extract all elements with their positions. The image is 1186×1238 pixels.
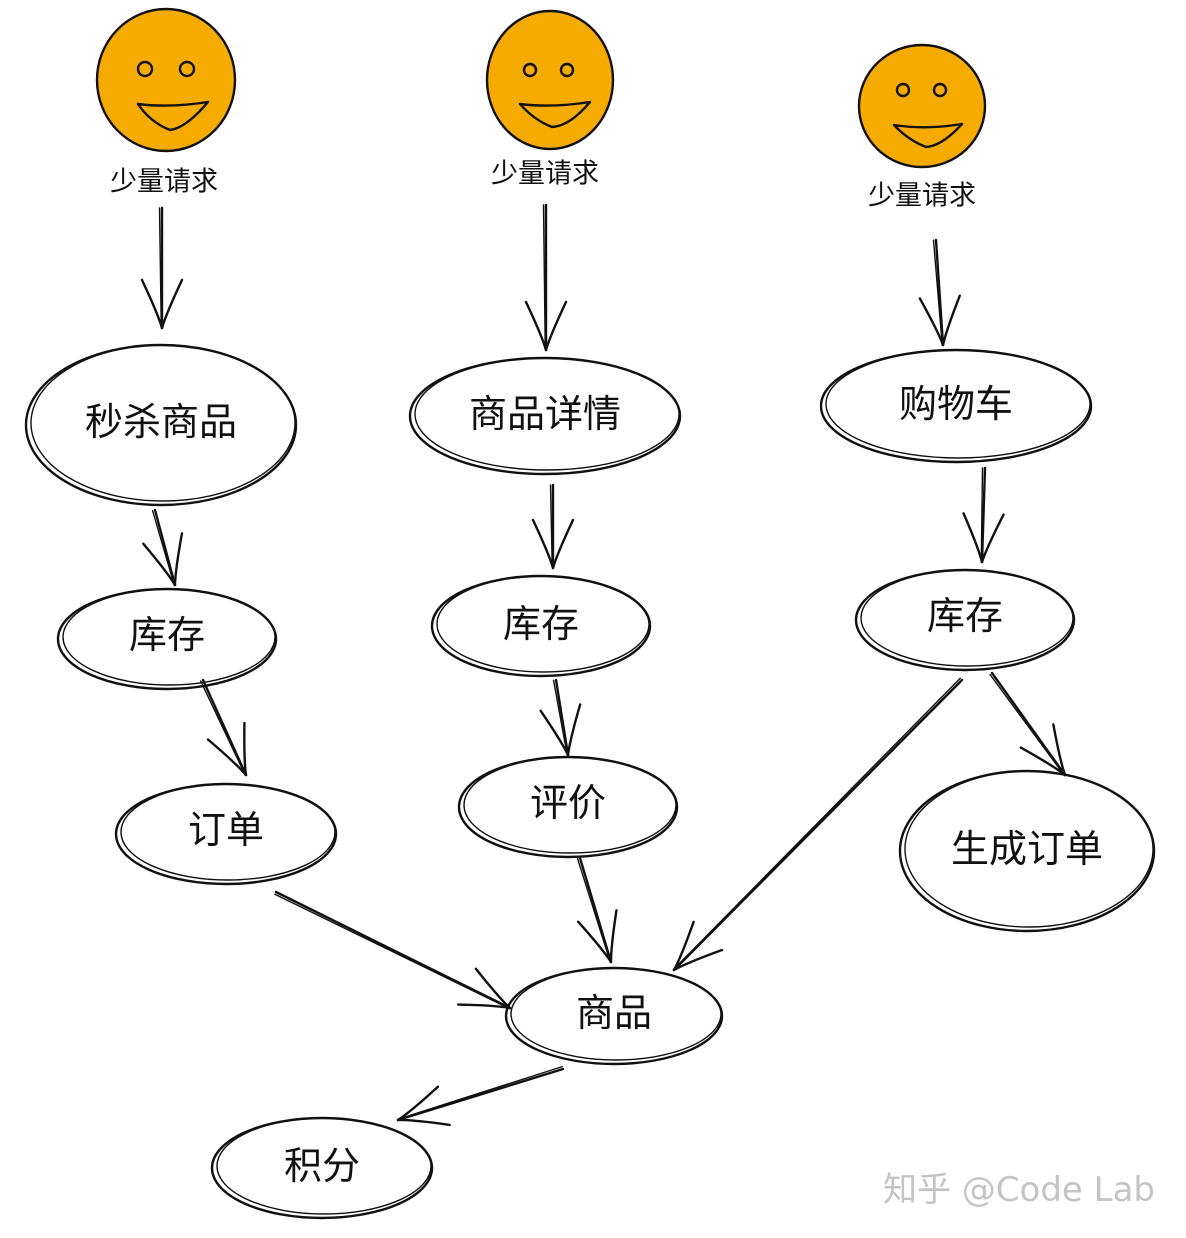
actor-label: 少量请求 xyxy=(868,181,976,212)
arrow-user1-to-seckill xyxy=(140,206,184,330)
node-label: 购物车 xyxy=(899,382,1013,426)
arrow-order-to-product xyxy=(274,890,512,1010)
node-order: 订单 xyxy=(114,782,338,886)
actor-label: 少量请求 xyxy=(110,167,218,198)
arrow-user3-to-cart xyxy=(918,238,961,347)
node-seckill: 秒杀商品 xyxy=(24,343,298,507)
node-label: 库存 xyxy=(503,602,579,646)
arrow-user2-to-detail xyxy=(524,203,568,352)
node-detail: 商品详情 xyxy=(408,356,682,476)
node-stock3: 库存 xyxy=(854,568,1076,672)
node-stock2: 库存 xyxy=(430,574,652,678)
arrow-stock1-to-order xyxy=(200,678,248,777)
node-label: 库存 xyxy=(129,613,205,657)
arrow-product-to-points xyxy=(396,1065,565,1127)
watermark: 知乎 @Code Lab xyxy=(883,1170,1155,1210)
arrow-stock2-to-review xyxy=(539,678,582,757)
arrow-detail-to-stock2 xyxy=(531,483,575,570)
node-label: 订单 xyxy=(188,808,264,852)
node-label: 积分 xyxy=(284,1144,360,1188)
arrow-review-to-product xyxy=(576,856,618,964)
arrow-stock3-to-product xyxy=(672,677,964,972)
arrow-seckill-to-stock1 xyxy=(142,508,184,587)
node-label: 商品详情 xyxy=(469,392,621,436)
actor-user3: 少量请求 xyxy=(857,43,987,212)
smiley-face-icon xyxy=(485,9,615,151)
actor-label: 少量请求 xyxy=(491,159,599,190)
arrow-stock3-to-gen_order xyxy=(989,671,1067,777)
actor-user2: 少量请求 xyxy=(485,9,615,190)
node-stock1: 库存 xyxy=(56,587,278,691)
node-label: 生成订单 xyxy=(951,827,1103,871)
smiley-face-icon xyxy=(95,7,237,153)
node-label: 商品 xyxy=(576,991,652,1035)
smiley-face-icon xyxy=(857,43,987,169)
node-product: 商品 xyxy=(504,966,724,1066)
node-cart: 购物车 xyxy=(819,348,1093,464)
arrow-cart-to-stock3 xyxy=(962,466,1005,564)
actor-user1: 少量请求 xyxy=(95,7,237,198)
node-review: 评价 xyxy=(457,755,679,859)
node-label: 库存 xyxy=(927,594,1003,638)
node-gen-order: 生成订单 xyxy=(898,769,1156,933)
arrows xyxy=(140,203,1067,1127)
node-label: 秒杀商品 xyxy=(85,400,237,444)
node-label: 评价 xyxy=(530,781,606,825)
node-points: 积分 xyxy=(210,1116,434,1220)
